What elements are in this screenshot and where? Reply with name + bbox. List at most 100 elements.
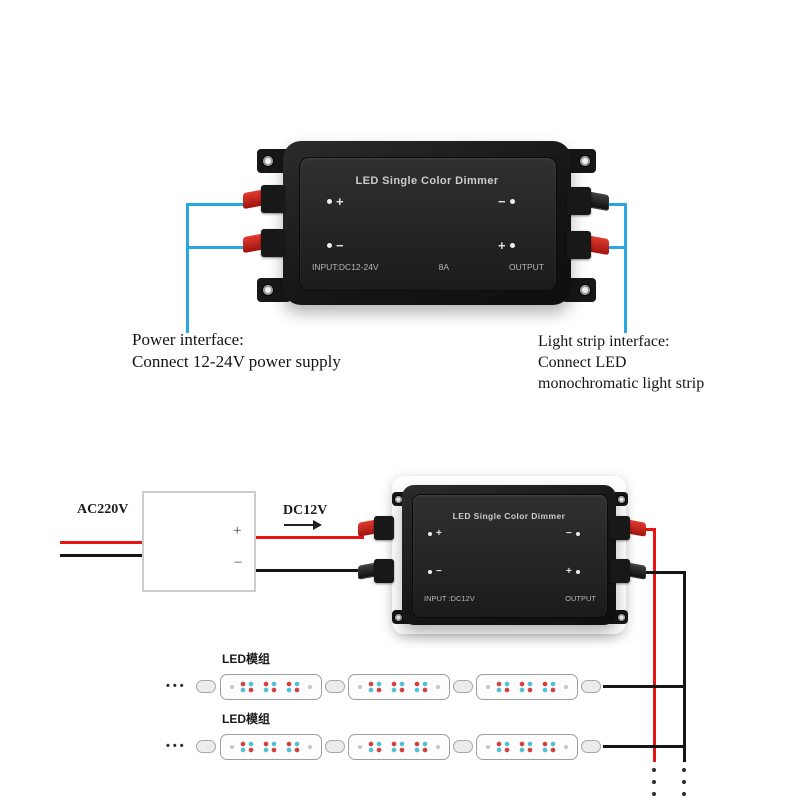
led-cluster-icon xyxy=(284,681,303,693)
clip-body xyxy=(374,516,394,540)
black-wire xyxy=(252,569,364,572)
led-module xyxy=(476,734,578,760)
blue-callout-wire xyxy=(186,203,244,206)
strip-connector xyxy=(196,680,216,693)
ac-voltage-label: AC220V xyxy=(77,502,129,517)
terminal-negative-input: − xyxy=(428,566,442,577)
red-wire xyxy=(60,541,142,544)
led-cluster-icon xyxy=(540,741,559,753)
screw-hole-icon xyxy=(263,156,273,166)
screw-hole-icon xyxy=(580,285,590,295)
screw-hole-icon xyxy=(618,495,625,503)
terminal-dot-icon xyxy=(428,569,432,574)
continuation-dots-vertical xyxy=(652,766,656,798)
black-wire xyxy=(683,571,686,762)
red-wire xyxy=(653,528,656,762)
strip-annotation-line1: Light strip interface: xyxy=(538,333,670,350)
strip-connector xyxy=(453,740,473,753)
strip-connector xyxy=(325,680,345,693)
power-supply-box xyxy=(142,491,256,592)
black-wire xyxy=(603,685,683,688)
power-annotation-line2: Connect 12-24V power supply xyxy=(132,352,341,372)
led-module xyxy=(348,674,450,700)
screw-hole-icon xyxy=(263,285,273,295)
black-wire xyxy=(644,571,686,574)
blue-callout-wire xyxy=(609,203,627,206)
strip-connector xyxy=(196,740,216,753)
led-cluster-icon xyxy=(367,681,386,693)
continuation-dots: ••• xyxy=(166,680,187,692)
clip-body xyxy=(610,516,630,540)
terminal-sign: − xyxy=(566,528,572,539)
led-cluster-icon xyxy=(367,741,386,753)
wire-clip xyxy=(358,557,394,585)
amp-label: 8A xyxy=(438,262,450,272)
led-cluster-icon xyxy=(261,681,280,693)
black-wire xyxy=(60,554,142,557)
wire-clip xyxy=(610,514,646,542)
terminal-sign: + xyxy=(566,566,572,577)
led-module xyxy=(220,674,322,700)
led-cluster-icon xyxy=(495,741,514,753)
device-title: LED Single Color Dimmer xyxy=(452,511,566,521)
device-spec-row: INPUT:DC12-24V 8A OUTPUT xyxy=(312,262,544,272)
power-annotation: Power interface: Connect 12-24V power su… xyxy=(132,329,412,374)
terminal-dot-icon xyxy=(327,243,332,248)
strip-annotation: Light strip interface: Connect LED monoc… xyxy=(538,331,778,394)
dimmer-faceplate xyxy=(299,157,557,291)
continuation-dots: ••• xyxy=(166,740,187,752)
red-wire xyxy=(644,528,656,531)
input-spec-label: INPUT:DC12-24V xyxy=(312,262,379,272)
terminal-sign: + xyxy=(498,238,506,253)
clip-body xyxy=(567,231,591,259)
clip-body xyxy=(374,559,394,583)
terminal-dot-icon xyxy=(428,531,432,536)
device-title: LED Single Color Dimmer xyxy=(355,175,499,187)
wire-clip xyxy=(358,514,394,542)
led-cluster-icon xyxy=(412,741,431,753)
dimmer-faceplate xyxy=(412,494,608,618)
terminal-sign: + xyxy=(436,528,442,539)
led-cluster-icon xyxy=(389,681,408,693)
screw-hole-icon xyxy=(395,613,402,621)
terminal-dot-icon xyxy=(575,569,580,574)
clip-body xyxy=(610,559,630,583)
wire-clip xyxy=(610,557,646,585)
wire-clip xyxy=(243,183,285,215)
led-cluster-icon xyxy=(389,741,408,753)
red-wire xyxy=(252,536,364,539)
led-cluster-icon xyxy=(517,741,536,753)
led-cluster-icon xyxy=(540,681,559,693)
clip-body xyxy=(261,229,285,257)
terminal-sign: − xyxy=(436,566,442,577)
led-module xyxy=(348,734,450,760)
blue-callout-wire xyxy=(186,203,189,333)
input-spec-label: INPUT :DC12V xyxy=(424,594,475,603)
terminal-negative-output: − xyxy=(566,528,580,539)
black-wire xyxy=(603,745,683,748)
terminal-negative-input: − xyxy=(327,238,344,253)
led-cluster-icon xyxy=(239,741,258,753)
screw-hole-icon xyxy=(580,156,590,166)
dc-voltage-label: DC12V xyxy=(283,503,328,518)
arrow-right-icon xyxy=(284,520,322,530)
strip-annotation-line2: Connect LED xyxy=(538,354,627,372)
clip-body xyxy=(261,185,285,213)
terminal-sign: − xyxy=(336,238,344,253)
output-label: OUTPUT xyxy=(509,262,544,272)
strip-connector xyxy=(581,740,601,753)
strip-connector xyxy=(453,680,473,693)
blue-callout-wire xyxy=(624,203,627,333)
screw-hole-icon xyxy=(395,495,402,503)
wire-clip xyxy=(567,229,609,261)
blue-callout-wire xyxy=(609,246,627,249)
led-row1-label: LED模组 xyxy=(222,652,271,666)
wire-clip xyxy=(243,227,285,259)
psu-minus-mark: − xyxy=(234,555,243,571)
terminal-sign: − xyxy=(498,194,506,209)
strip-connector xyxy=(581,680,601,693)
terminal-negative-output: − xyxy=(498,194,515,209)
led-cluster-icon xyxy=(495,681,514,693)
terminal-dot-icon xyxy=(327,199,332,204)
continuation-dots-vertical xyxy=(682,766,686,798)
